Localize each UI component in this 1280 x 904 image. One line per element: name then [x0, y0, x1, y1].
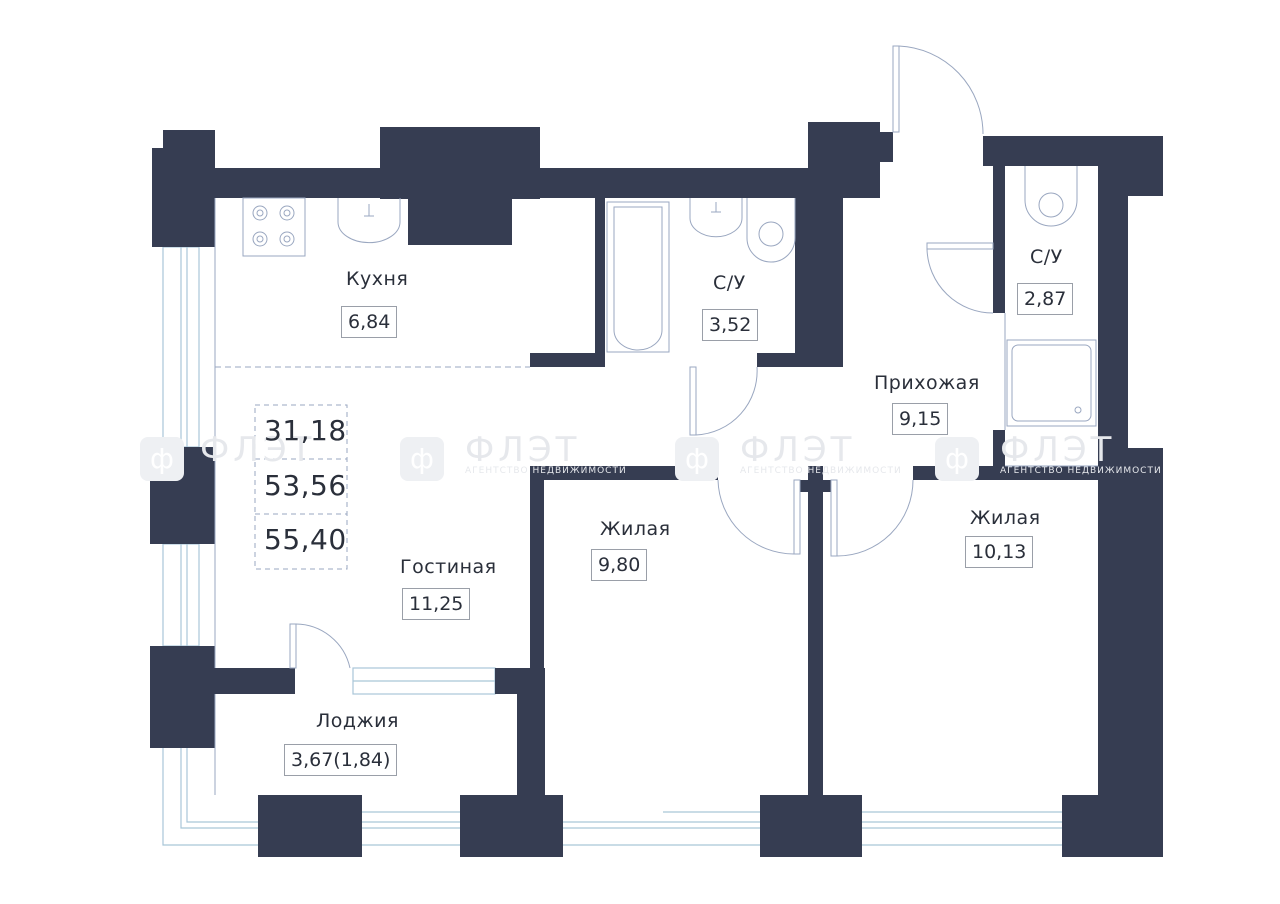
loggia-area: 3,67(1,84)	[284, 744, 398, 776]
bathroom1-name: С/У	[713, 272, 746, 294]
bathroom2-area: 2,87	[1017, 283, 1074, 315]
watermark-logo: ФЛЭТ	[465, 430, 581, 470]
bedroom1-area: 9,80	[591, 549, 648, 581]
living-area: 11,25	[402, 588, 471, 620]
bathroom1-area: 3,52	[702, 309, 759, 341]
watermark-logo: ФЛЭТ	[740, 430, 856, 470]
living-name: Гостиная	[400, 556, 497, 578]
watermark-tagline: АГЕНТСТВО НЕДВИЖИМОСТИ	[465, 466, 627, 476]
watermark-logo: ФЛЭТ	[1000, 430, 1116, 470]
loggia-name: Лоджия	[316, 710, 399, 732]
toilet-icon	[746, 166, 1078, 263]
watermark-logo-icon: ф	[140, 437, 184, 481]
watermark-logo-icon: ф	[935, 437, 979, 481]
watermark-logo-icon: ф	[400, 437, 444, 481]
hallway-area: 9,15	[892, 403, 949, 435]
total-area: 53,56	[264, 469, 347, 502]
watermark-tagline: АГЕНТСТВО НЕДВИЖИМОСТИ	[740, 466, 902, 476]
living-area-total: 31,18	[264, 414, 347, 447]
hallway-name: Прихожая	[874, 372, 980, 394]
shower-tray-icon	[1006, 339, 1097, 427]
bedroom1-name: Жилая	[600, 518, 671, 540]
watermark-tagline: АГЕНТСТВО НЕДВИЖИМОСТИ	[1000, 466, 1162, 476]
stove-icon	[242, 197, 306, 257]
bedroom2-area: 10,13	[965, 536, 1034, 568]
bedroom2-name: Жилая	[970, 507, 1041, 529]
area-with-loggia: 55,40	[264, 523, 347, 556]
interior-lines	[214, 198, 1098, 795]
kitchen-name: Кухня	[346, 268, 409, 290]
sink-icon	[337, 198, 743, 244]
kitchen-area: 6,84	[341, 306, 398, 338]
bathtub-icon	[606, 201, 670, 353]
watermark-logo: ФЛЭТ	[200, 430, 316, 470]
doors	[289, 45, 994, 669]
totals-box	[254, 404, 348, 570]
watermark-logo-icon: ф	[675, 437, 719, 481]
bathroom2-name: С/У	[1030, 246, 1063, 268]
